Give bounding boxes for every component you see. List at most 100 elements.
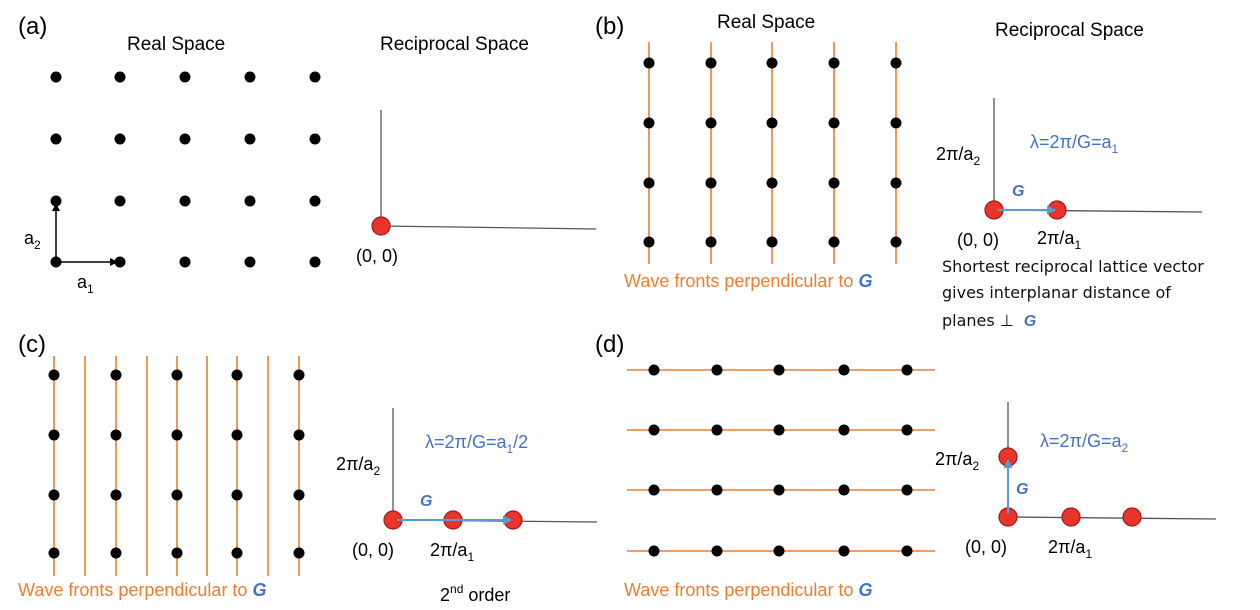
panel-d-lattice-point-r1-c3 [773, 364, 785, 376]
panel-d-lattice-point-r2-c5 [901, 424, 913, 436]
panel-a-lattice-point-r4-c4 [244, 256, 256, 268]
panel-a-tag: (a) [18, 13, 47, 40]
panel-c-lattice-point-r1-c5 [293, 369, 305, 381]
panel-b-lattice-point-r3-c4 [828, 177, 840, 189]
panel-b-lattice-point-r3-c2 [705, 177, 717, 189]
panel-b-lattice-point-r4-c5 [890, 236, 902, 248]
panel-c-lattice-point-r3-c2 [110, 489, 122, 501]
panel-a-x-axis [380, 225, 597, 230]
panel-d: (d) Wave fronts perpendicular to G λ=2π/… [595, 331, 1217, 600]
panel-c-lattice-point-r3-c5 [293, 489, 305, 501]
panel-b-lattice-point-r1-c1 [643, 57, 655, 69]
panel-c-lattice-point-r3-c1 [48, 489, 60, 501]
panel-b-lattice-point-r1-c3 [766, 57, 778, 69]
panel-c-lattice-point-r3-c4 [231, 489, 243, 501]
panel-c-lattice-point-r2-c3 [171, 429, 183, 441]
panel-d-lattice-point-r1-c4 [838, 364, 850, 376]
panel-d-lattice-point-r4-c3 [773, 545, 785, 557]
panel-c-tag: (c) [18, 331, 46, 358]
panel-a-lattice-point-r3-c5 [309, 195, 321, 207]
panel-c-lattice-point-r4-c1 [48, 547, 60, 559]
panel-d-lattice-point-r4-c1 [648, 545, 660, 557]
panel-b-origin-label: (0, 0) [957, 230, 999, 250]
panel-c-lattice-point-r1-c4 [231, 369, 243, 381]
panel-d-lattice-point-r3-c3 [773, 484, 785, 496]
panel-a-lattice-point-r1-c3 [179, 71, 191, 83]
panel-b-lattice-point-r3-c3 [766, 177, 778, 189]
panel-a-lattice-point-r1-c4 [244, 71, 256, 83]
panel-c-lattice-point-r2-c4 [231, 429, 243, 441]
panel-b-g-label: G [1012, 183, 1024, 200]
panel-d-wave-fronts [627, 369, 935, 552]
panel-a: (a) Real Space Reciprocal Space a1 a2 (0… [18, 13, 597, 296]
panel-d-x-axis [1007, 516, 1217, 520]
panel-b-caption: Wave fronts perpendicular to G [624, 271, 872, 291]
panel-d-lattice-point-r4-c5 [901, 545, 913, 557]
panel-c-lattice-point-r2-c5 [293, 429, 305, 441]
panel-c-lattice-point-r4-c3 [171, 547, 183, 559]
panel-a-lattice-point-r4-c5 [309, 256, 321, 268]
panel-a-real-title: Real Space [127, 34, 225, 55]
panel-b-real-lattice [643, 57, 902, 248]
panel-d-caption: Wave fronts perpendicular to G [624, 580, 872, 600]
panel-d-lattice-point-r1-c1 [648, 364, 660, 376]
panel-b-note-line-3: planes ⊥G [942, 311, 1036, 330]
panel-b-x-label: 2π/a1 [1037, 228, 1081, 252]
panel-a-lattice-point-r1-c1 [50, 71, 62, 83]
panel-b-lambda: λ=2π/G=a1 [1030, 132, 1118, 156]
panel-d-y-label: 2π/a2 [935, 449, 979, 473]
panel-b-lattice-point-r4-c4 [828, 236, 840, 248]
panel-d-real-lattice [648, 364, 913, 557]
panel-c-lattice-point-r3-c3 [171, 489, 183, 501]
panel-d-lattice-point-r3-c4 [838, 484, 850, 496]
panel-c-lattice-point-r4-c2 [110, 547, 122, 559]
panel-b-lattice-point-r2-c2 [705, 117, 717, 129]
panel-d-x-label: 2π/a1 [1048, 537, 1092, 561]
panel-c-lattice-point-r1-c3 [171, 369, 183, 381]
panel-c-g-label: G [420, 493, 432, 510]
panel-a-lattice-point-r1-c5 [309, 71, 321, 83]
panel-c-origin-label: (0, 0) [352, 540, 394, 560]
panel-a-lattice-point-r3-c4 [244, 195, 256, 207]
panel-a-lattice-point-r3-c3 [179, 195, 191, 207]
panel-d-lattice-point-r1-c5 [901, 364, 913, 376]
panel-d-lattice-point-r3-c5 [901, 484, 913, 496]
panel-c-lattice-point-r2-c2 [110, 429, 122, 441]
panel-d-lambda: λ=2π/G=a2 [1040, 431, 1128, 455]
panel-a-reciprocal-title: Reciprocal Space [380, 34, 529, 55]
panel-d-g-label: G [1016, 481, 1028, 498]
panel-b-lattice-point-r1-c5 [890, 57, 902, 69]
panel-b-lattice-point-r3-c5 [890, 177, 902, 189]
panel-b-lattice-point-r2-c1 [643, 117, 655, 129]
panel-a-lattice-point-r2-c3 [179, 133, 191, 145]
panel-d-origin-label: (0, 0) [965, 537, 1007, 557]
panel-b-tag: (b) [595, 13, 624, 40]
panel-d-lattice-point-r4-c2 [711, 545, 723, 557]
panel-b-note-line-1: Shortest reciprocal lattice vector [942, 257, 1204, 276]
panel-b: (b) Real Space Reciprocal Space Wave fro… [595, 12, 1204, 330]
panel-b-real-title: Real Space [717, 12, 815, 33]
panel-c-lambda: λ=2π/G=a1/2 [425, 432, 528, 456]
panel-a-lattice-point-r2-c4 [244, 133, 256, 145]
panel-a-origin-point [371, 216, 391, 236]
panel-d-point-4pi-a1 [1122, 507, 1142, 527]
panel-b-lattice-point-r2-c4 [828, 117, 840, 129]
panel-d-lattice-point-r2-c2 [711, 424, 723, 436]
panel-b-wave-fronts [648, 42, 897, 264]
panel-b-y-label: 2π/a2 [936, 144, 980, 168]
panel-c-y-label: 2π/a2 [336, 454, 380, 478]
panel-a-lattice-point-r2-c5 [309, 133, 321, 145]
panel-a-lattice-point-r4-c3 [179, 256, 191, 268]
panel-b-lattice-point-r2-c3 [766, 117, 778, 129]
panel-b-reciprocal-title: Reciprocal Space [995, 20, 1144, 41]
a2-label: a2 [24, 228, 41, 252]
panel-d-lattice-point-r2-c3 [773, 424, 785, 436]
panel-a-lattice-point-r3-c2 [114, 195, 126, 207]
panel-c-lattice-point-r4-c5 [293, 547, 305, 559]
panel-d-lattice-point-r1-c2 [711, 364, 723, 376]
panel-a-lattice-point-r2-c1 [50, 133, 62, 145]
panel-c-x-label: 2π/a1 [430, 540, 474, 564]
panel-d-lattice-point-r2-c4 [838, 424, 850, 436]
panel-d-lattice-point-r4-c4 [838, 545, 850, 557]
